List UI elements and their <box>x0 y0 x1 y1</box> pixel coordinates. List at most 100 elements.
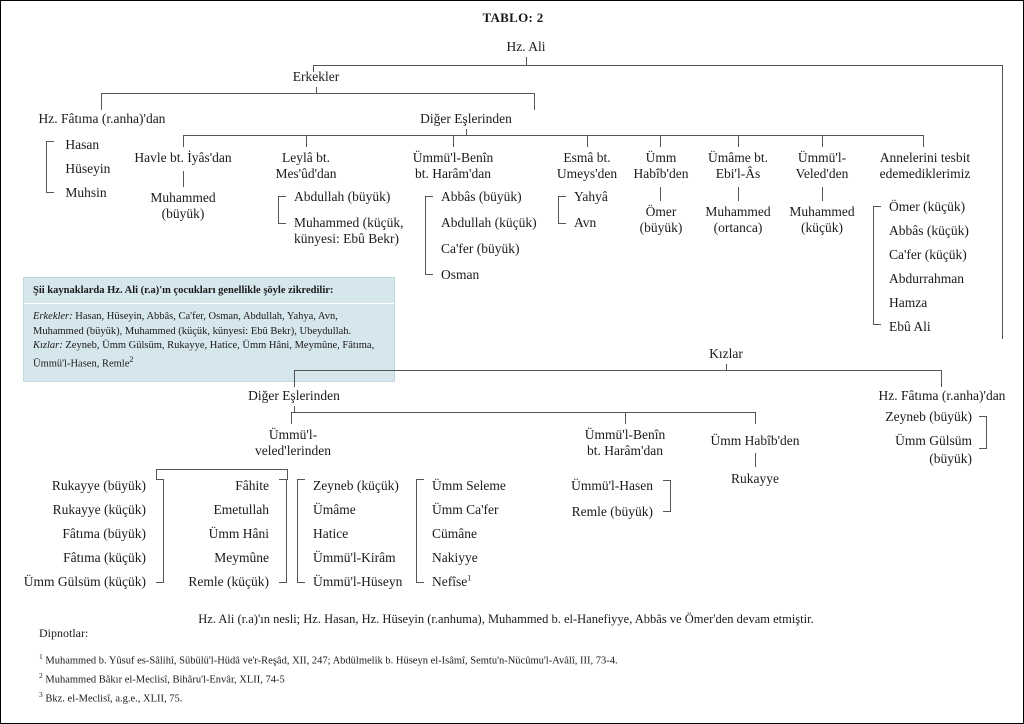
leaf-abdurrahman: Abdurrahman <box>889 271 964 286</box>
node-wife-umame-l2: Ebi'l-Âs <box>715 166 761 181</box>
bracket-ummulbenin <box>425 196 433 275</box>
leaf-osman: Osman <box>441 267 480 282</box>
footnotes-list: 1 Muhammed b. Yûsuf es-Sâlihî, Sübülü'l-… <box>39 651 999 707</box>
leaf-umm-gulsum-buyuk: Ümm Gülsüm <box>895 433 972 448</box>
leaf-abdullah-kucuk: Abdullah (küçük) <box>441 215 537 230</box>
leaf-uv-c4-4-text: Nefîse <box>432 574 468 589</box>
connector-root-split <box>313 65 1003 66</box>
leaf-omer-buyuk: Ömer <box>645 204 677 219</box>
connector-umame-child <box>738 187 739 201</box>
shii-erkekler-label: Erkekler: <box>33 310 73 322</box>
leaf-uv-c2-1: Emetullah <box>213 502 269 517</box>
leaf-huseyin: Hüseyin <box>65 161 111 176</box>
connector-kizlar-split <box>294 370 942 371</box>
bracket-unknown <box>873 206 881 325</box>
footnote-text: Muhammed b. Yûsuf es-Sâlihî, Sübülü'l-Hü… <box>45 655 618 667</box>
leaf-muhammed-buyuk-note: (büyük) <box>161 206 205 221</box>
leaf-uv-c1-4: Ümm Gülsüm (küçük) <box>23 574 146 589</box>
footnote-number: 1 <box>39 652 43 661</box>
connector-ummulveled-child <box>822 187 823 201</box>
node-wife-esma-l2: Umeys'den <box>556 166 618 181</box>
node-wife-havle: Havle bt. İyâs'dan <box>134 150 232 165</box>
connector-wife-6 <box>738 135 739 147</box>
leaf-uv-c4-2: Cümâne <box>432 526 477 541</box>
leaf-uv-c1-2: Fâtıma (büyük) <box>62 526 146 541</box>
node-wife-ummhabib-l1: Ümm <box>645 150 677 165</box>
leaf-muhsin: Muhsin <box>65 185 107 200</box>
connector-erkekler-split <box>101 93 535 94</box>
connector-kizlar-left <box>294 370 295 387</box>
node-wife-ummhabib-l2: Habîb'den <box>633 166 689 181</box>
footnote-item: 3 Bkz. el-Meclisî, a.g.e., XLII, 75. <box>39 689 999 708</box>
connector-wife-5 <box>660 135 661 147</box>
node-wife-ummulbenin-l2: bt. Harâm'dan <box>415 166 491 181</box>
leaf-hamza: Hamza <box>889 295 928 310</box>
connector-wife-8 <box>923 135 924 147</box>
leaf-rukayye: Rukayye <box>731 471 779 486</box>
node-sons-fatima: Hz. Fâtıma (r.anha)'dan <box>38 111 166 126</box>
connector-dwife-1 <box>291 412 292 424</box>
node-daughters-ummhabib: Ümm Habîb'den <box>710 433 800 448</box>
connector-wife-3 <box>453 135 454 147</box>
page-title: TABLO: 2 <box>482 10 544 25</box>
leaf-hasan: Hasan <box>65 137 100 152</box>
bracket-leyla <box>278 196 286 224</box>
node-wife-esma-l1: Esmâ bt. <box>563 150 611 165</box>
connector-sons-wives-bar <box>183 135 923 136</box>
connector-ummulveled-rail-right <box>287 469 288 480</box>
node-daughters-ummulbenin-l1: Ümmü'l-Benîn <box>584 427 666 442</box>
leaf-omer-kucuk: Ömer (küçük) <box>889 199 966 214</box>
bracket-daughters-ummulbenin <box>663 480 671 512</box>
connector-daughters-ummhabib-child <box>755 453 756 467</box>
footnote-item: 2 Muhammed Bâkır el-Meclisî, Bihâru'l-En… <box>39 670 999 689</box>
connector-wife-7 <box>822 135 823 147</box>
connector-wife-2 <box>306 135 307 147</box>
footnote-number: 3 <box>39 689 43 699</box>
connector-root-stem <box>526 57 527 65</box>
shii-erkekler-text: Hasan, Hüseyin, Abbâs, Ca'fer, Osman, Ab… <box>33 310 352 337</box>
leaf-uv-c4-4-footnote-ref: 1 <box>467 573 472 583</box>
leaf-uv-c1-1: Rukayye (küçük) <box>52 502 146 517</box>
connector-erkekler-left <box>101 93 102 110</box>
leaf-abdullah-buyuk: Abdullah (büyük) <box>294 189 391 204</box>
node-wife-unknown-l1: Annelerini tesbit <box>879 150 971 165</box>
footnotes-label: Dipnotlar: <box>39 626 89 640</box>
connector-ummulveled-rail-left <box>156 469 157 480</box>
leaf-uv-c3-2: Hatice <box>313 526 349 541</box>
node-daughters-others: Diğer Eşlerinden <box>248 388 340 403</box>
connector-daughters-others-stem <box>294 406 295 412</box>
leaf-uv-c1-0: Rukayye (büyük) <box>51 478 146 493</box>
shii-sources-box: Şii kaynaklarda Hz. Ali (r.a)'ın çocukla… <box>23 277 395 382</box>
node-erkekler: Erkekler <box>292 69 340 84</box>
leaf-muhammed-kucuk: Muhammed (küçük, <box>294 215 404 230</box>
bracket-ummulveled-col4 <box>416 479 424 583</box>
leaf-muhammed-buyuk: Muhammed <box>150 190 216 205</box>
node-wife-ummulbenin-l1: Ümmü'l-Benîn <box>412 150 494 165</box>
footnote-item: 1 Muhammed b. Yûsuf es-Sâlihî, Sübülü'l-… <box>39 651 999 670</box>
leaf-uv-c3-4: Ümmü'l-Hüseyn <box>313 574 403 589</box>
shii-kizlar-line: Kızlar: Zeyneb, Ümm Gülsüm, Rukayye, Hat… <box>33 339 385 372</box>
leaf-uv-c4-1: Ümm Ca'fer <box>432 502 499 517</box>
connector-ummhabib-child <box>660 187 661 201</box>
leaf-ebu-ali: Ebû Ali <box>889 319 931 334</box>
leaf-zeyneb-buyuk: Zeyneb (büyük) <box>885 409 972 424</box>
node-hz-ali: Hz. Ali <box>506 39 546 54</box>
footnote-number: 2 <box>39 670 43 680</box>
leaf-uv-c2-4: Remle (küçük) <box>188 574 269 589</box>
leaf-cafer-kucuk: Ca'fer (küçük) <box>889 247 967 262</box>
shii-kizlar-label: Kızlar: <box>33 340 63 352</box>
leaf-muhammed-ortanca: Muhammed <box>705 204 771 219</box>
bracket-ummulveled-col2 <box>279 479 287 583</box>
leaf-cafer-buyuk: Ca'fer (büyük) <box>441 241 520 256</box>
leaf-remle-buyuk: Remle (büyük) <box>571 504 653 519</box>
leaf-ummul-hasen: Ümmü'l-Hasen <box>571 478 653 493</box>
connector-dwife-2 <box>625 412 626 424</box>
shii-box-body: Erkekler: Hasan, Hüseyin, Abbâs, Ca'fer,… <box>24 304 394 381</box>
connector-kizlar-stem <box>726 364 727 370</box>
node-daughters-ummulbenin-l2: bt. Harâm'dan <box>587 443 663 458</box>
leaf-muhammed-ortanca-note: (ortanca) <box>713 220 763 235</box>
bracket-esma <box>558 196 566 224</box>
node-wife-unknown-l2: edemediklerimiz <box>879 166 971 181</box>
leaf-umm-gulsum-buyuk-note: (büyük) <box>929 451 972 466</box>
leaf-uv-c4-3: Nakiyye <box>432 550 478 565</box>
